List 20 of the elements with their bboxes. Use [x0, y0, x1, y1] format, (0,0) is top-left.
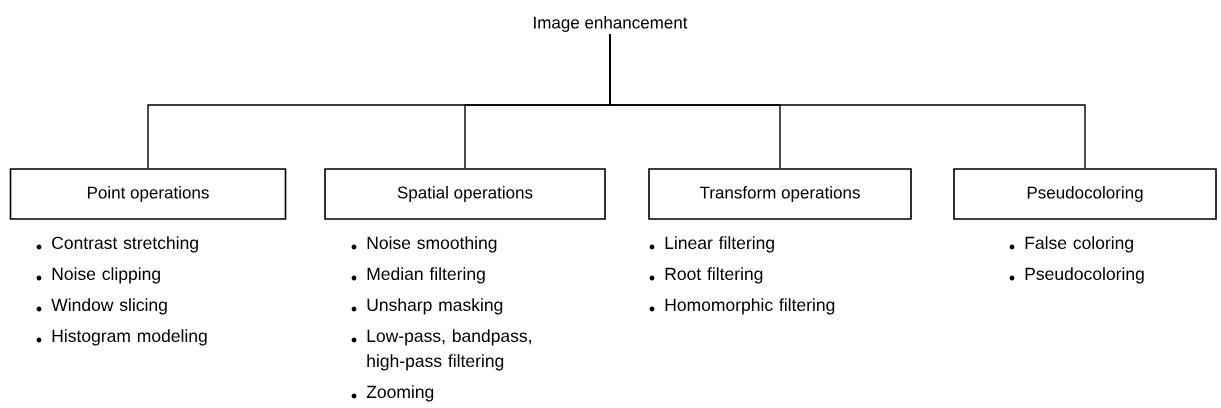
bullet-item: Pseudocoloring	[1009, 267, 1144, 284]
bullet-item: Contrast stretching	[36, 236, 198, 253]
bullet-item: Histogram modeling	[36, 329, 207, 346]
category-box: Transform operations	[648, 168, 912, 220]
category-box: Point operations	[9, 168, 287, 220]
bullet-item: Median filtering	[351, 267, 485, 284]
bullet-item: Linear filtering	[649, 236, 774, 253]
bullet-item: Root filtering	[649, 267, 763, 284]
connector-line	[609, 33, 1086, 169]
category-box: Pseudocoloring	[953, 168, 1217, 220]
bullet-item: False coloring	[1009, 236, 1133, 253]
bullet-item: Noise smoothing	[351, 236, 497, 253]
category-box: Spatial operations	[324, 168, 606, 220]
bullet-item: Noise clipping	[36, 267, 160, 284]
heading-text: Image enhancement	[534, 16, 688, 32]
bullet-item: Homomorphic filtering	[649, 298, 835, 315]
bullet-item: Unsharp masking	[351, 298, 503, 315]
bullet-item: Zooming	[351, 385, 434, 402]
bullet-item: Window slicing	[36, 298, 167, 315]
bullet-item: Low-pass, bandpass, high-pass filtering	[351, 329, 531, 371]
